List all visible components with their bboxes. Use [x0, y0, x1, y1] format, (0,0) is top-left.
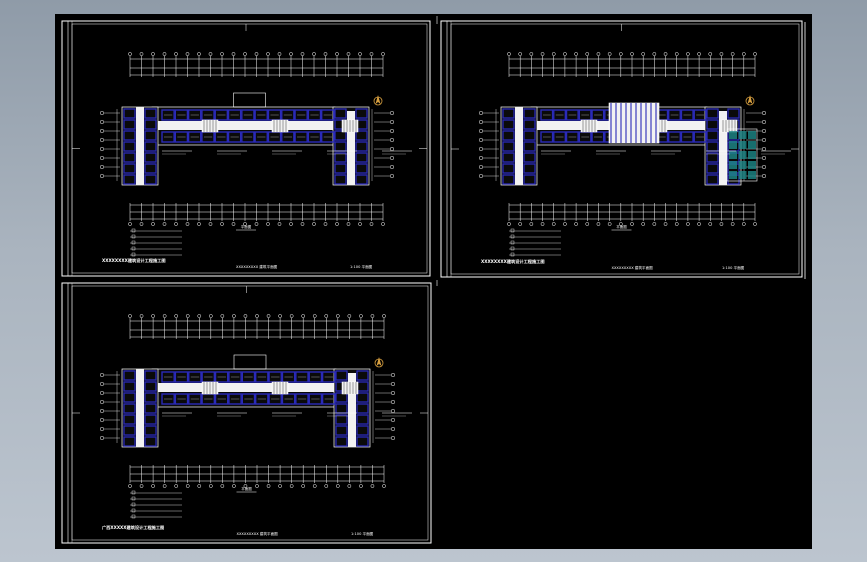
sheet-title: XXXXXXXXX 建筑平面图	[236, 264, 278, 269]
sheet-title: XXXXXXXXX 建筑平面图	[612, 265, 654, 270]
project-title: 广西XXXXX建筑设计工程施工图	[102, 524, 164, 531]
cad-drawing-canvas[interactable]: 平面图 XXXXXXXX建筑设计工程施工图 XXXXXXXXX 建筑平面图 1:100…	[55, 14, 812, 549]
project-title: XXXXXXXX建筑设计工程施工图	[102, 257, 166, 264]
sheet-frame	[440, 20, 803, 278]
north-arrow-icon	[374, 357, 384, 368]
legend-table	[130, 228, 182, 257]
legend-table	[130, 490, 182, 519]
scale-note: 1:100 平面图	[722, 265, 745, 270]
floor-plan	[121, 354, 412, 448]
sheet-frame	[61, 282, 432, 544]
drawing-sheet-2[interactable]: 平面图 XXXXXXXX建筑设计工程施工图 XXXXXXXXX 建筑平面图 1:100…	[440, 20, 803, 278]
north-arrow-icon	[373, 95, 383, 106]
sheet-frame	[61, 20, 431, 277]
plan-caption: 平面图	[241, 224, 252, 229]
dimension-lines	[99, 314, 396, 488]
scale-note: 1:100 平面图	[350, 264, 373, 269]
north-arrow-icon	[745, 95, 755, 106]
project-title: XXXXXXXX建筑设计工程施工图	[481, 258, 545, 265]
dimension-lines	[478, 52, 767, 226]
plan-caption: 平面图	[616, 224, 627, 229]
floor-plan	[500, 102, 791, 186]
sheet-title: XXXXXXXXX 建筑平面图	[237, 531, 279, 536]
drawing-sheet-1[interactable]: 平面图 XXXXXXXX建筑设计工程施工图 XXXXXXXXX 建筑平面图 1:100…	[61, 20, 431, 277]
floor-plan	[121, 92, 412, 186]
dimension-lines	[99, 52, 395, 226]
scale-note: 1:100 平面图	[351, 531, 374, 536]
legend-table	[509, 228, 561, 257]
cad-model-space[interactable]: 平面图 XXXXXXXX建筑设计工程施工图 XXXXXXXXX 建筑平面图 1:100…	[55, 14, 812, 549]
plan-caption: 平面图	[241, 486, 252, 491]
